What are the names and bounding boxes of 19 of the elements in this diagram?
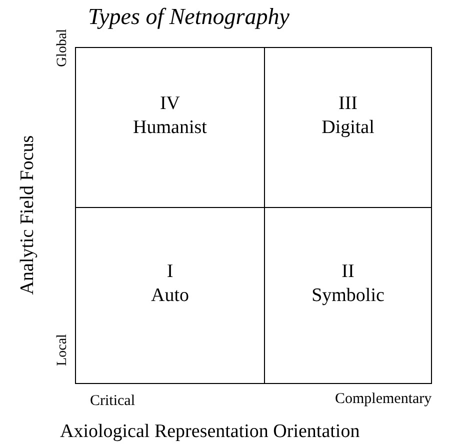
quadrant-box — [264, 207, 432, 384]
quadrant-label: Digital — [320, 116, 376, 140]
roman-numeral: I — [166, 260, 174, 284]
quadrant-box — [75, 207, 265, 384]
axis-end-label: Critical — [90, 393, 135, 410]
axis-title: Analytic Field Focus — [17, 135, 39, 295]
axis-end-label: Local — [55, 334, 71, 366]
quadrant-label: Symbolic — [310, 284, 386, 308]
axis-title: Axiological Representation Orientation — [60, 421, 360, 443]
quadrant-label: Auto — [150, 284, 190, 308]
axis-end-label: Global — [55, 28, 71, 68]
roman-numeral: IV — [158, 92, 182, 116]
roman-numeral: III — [338, 92, 358, 116]
quadrant-box — [75, 47, 265, 208]
chart-title: Types of Netnography — [88, 4, 290, 30]
quadrant-box — [264, 47, 432, 208]
quadrant-label: Humanist — [132, 116, 208, 140]
axis-end-label: Complementary — [335, 391, 432, 408]
roman-numeral: II — [340, 260, 356, 284]
